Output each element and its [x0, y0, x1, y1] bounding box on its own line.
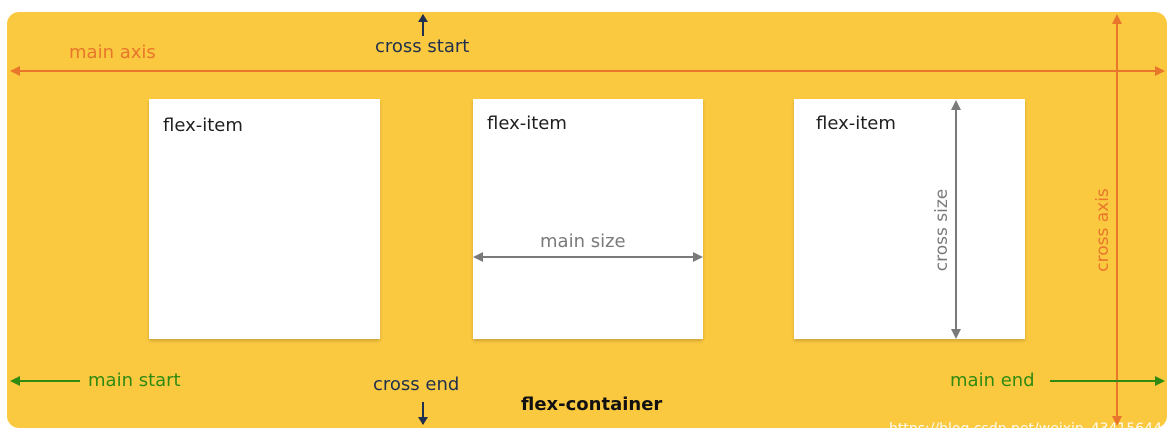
cross-start-label: cross start — [375, 36, 470, 57]
flex-item-3: flex-item — [794, 99, 1025, 339]
main-end-label: main end — [950, 370, 1035, 391]
cross-size-label: cross size — [932, 189, 952, 271]
cross-end-label: cross end — [373, 374, 460, 395]
cross-axis-label: cross axis — [1093, 188, 1113, 272]
flex-item-label: flex-item — [487, 113, 567, 134]
flex-item-label: flex-item — [816, 113, 896, 134]
flex-container-label: flex-container — [521, 394, 663, 415]
flex-item-1: flex-item — [149, 99, 380, 339]
main-size-label: main size — [540, 231, 626, 252]
main-start-label: main start — [88, 370, 181, 391]
watermark-text: https://blog.csdn.net/weixin_43415644 — [888, 421, 1162, 437]
flex-item-2: flex-item — [473, 99, 703, 339]
main-axis-label: main axis — [69, 42, 156, 63]
flex-item-label: flex-item — [163, 115, 243, 136]
